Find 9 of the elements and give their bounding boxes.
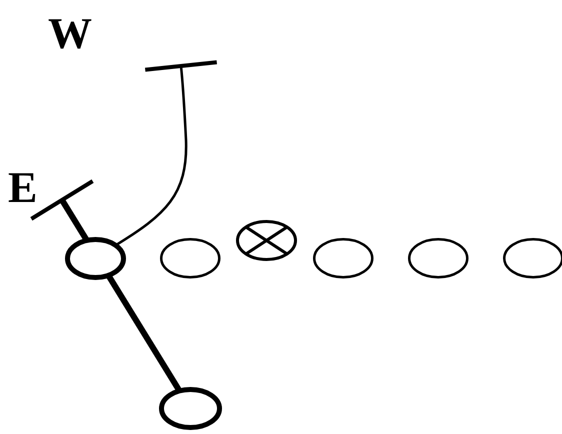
position-letter: E: [8, 166, 38, 210]
player-ellipse: [312, 238, 374, 278]
player-ellipse: [160, 238, 220, 278]
center-crossed-circle: [236, 220, 296, 260]
block-route-line: [115, 60, 219, 246]
player-ellipse: [64, 236, 126, 280]
position-letter: W: [48, 12, 92, 56]
player-ellipse: [408, 238, 468, 278]
player-ellipse: [158, 386, 222, 430]
